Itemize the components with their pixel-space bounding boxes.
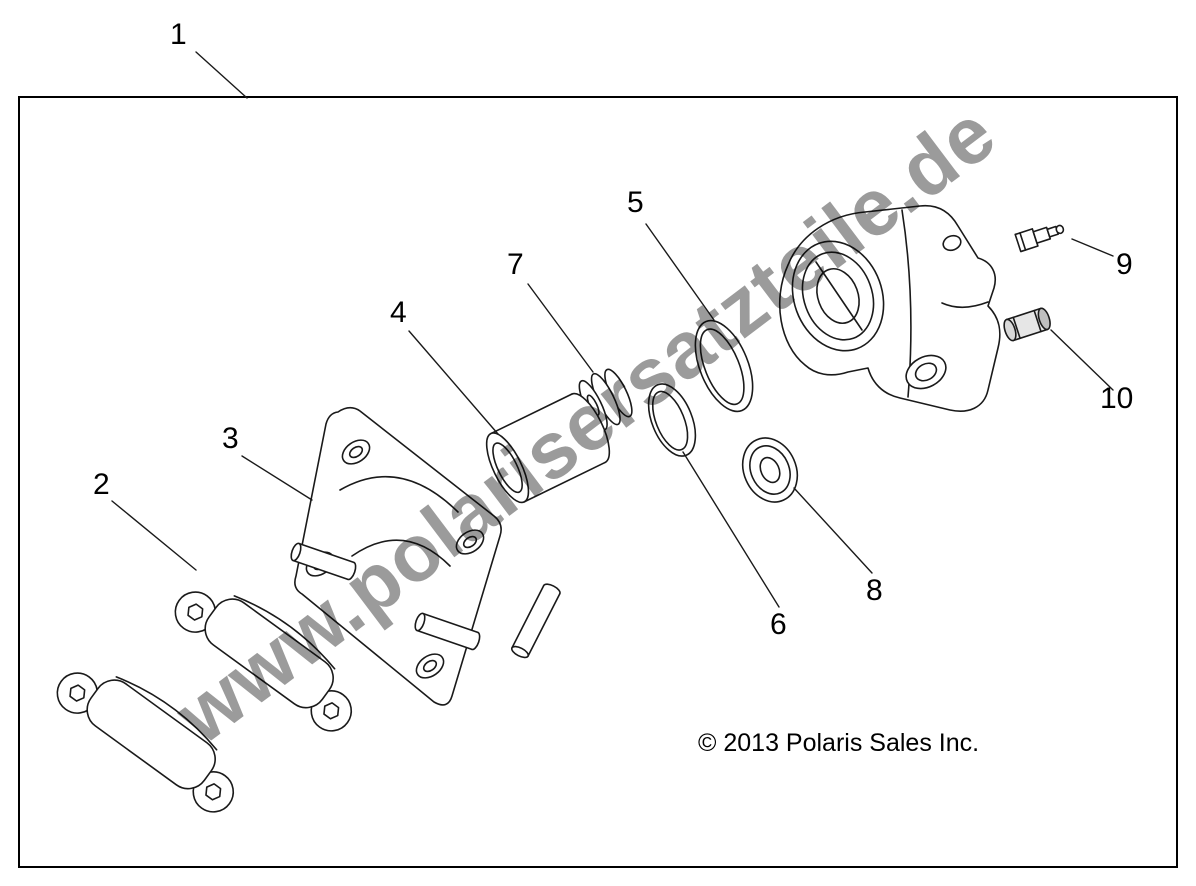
piston-seal-ring (694, 319, 754, 413)
callout-7: 7 (507, 248, 524, 281)
diagram-border (18, 96, 1178, 868)
slide-pin (414, 612, 481, 651)
leader-8 (793, 487, 873, 574)
callout-9: 9 (1116, 248, 1133, 281)
dust-boot-seal (741, 437, 799, 503)
callout-3: 3 (222, 422, 239, 455)
callout-5: 5 (627, 186, 644, 219)
leader-4 (408, 330, 499, 435)
leader-10 (1050, 329, 1114, 391)
leader-3 (241, 455, 313, 501)
callout-4: 4 (390, 296, 407, 329)
bolt (1003, 307, 1051, 342)
callout-1: 1 (170, 18, 187, 51)
copyright-notice: © 2013 Polaris Sales Inc. (698, 729, 980, 757)
seal-stack (578, 368, 633, 431)
slide-pin (290, 542, 357, 581)
callout-8: 8 (866, 574, 883, 607)
callout-2: 2 (93, 468, 110, 501)
leader-lines (111, 51, 1114, 608)
leader-1 (195, 51, 248, 99)
leader-5 (645, 223, 715, 321)
leader-2 (111, 500, 197, 571)
callout-6: 6 (770, 608, 787, 641)
bleeder-screw (1014, 224, 1065, 253)
callout-10: 10 (1100, 382, 1134, 415)
guide-pin (510, 583, 561, 659)
caliper-body (778, 204, 1001, 412)
piston (485, 392, 611, 504)
leader-6 (682, 451, 780, 608)
o-ring (647, 383, 697, 457)
leader-7 (527, 283, 594, 373)
leader-9 (1071, 238, 1114, 257)
